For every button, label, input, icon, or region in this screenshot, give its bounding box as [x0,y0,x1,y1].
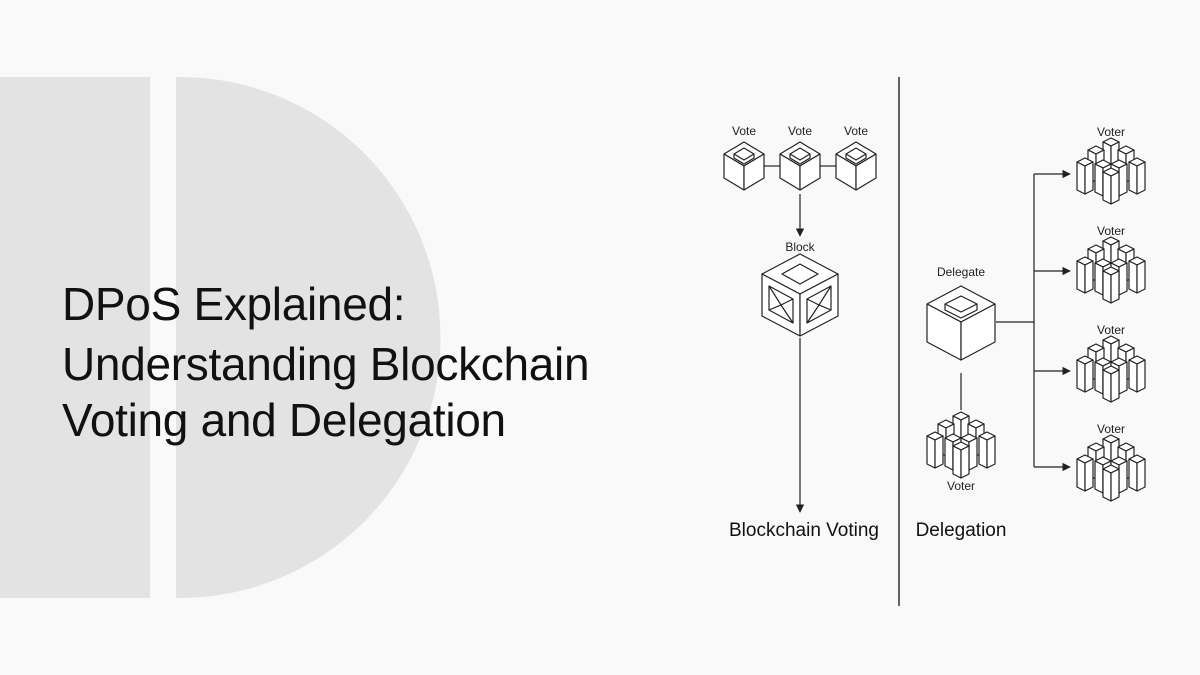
voter-cluster-icon-2 [1077,237,1145,303]
title-line-1: DPoS Explained: [62,278,406,330]
vote-label-2: Vote [788,124,812,138]
blockchain-voting-caption: Blockchain Voting [729,520,879,541]
block-frame-icon [761,253,839,337]
delegate-cube-icon [926,285,996,361]
vote-cube-icon-1 [723,141,765,191]
voter-label-4: Voter [1097,422,1125,436]
voter-label-2: Voter [1097,224,1125,238]
vote-cube-icon-2 [779,141,821,191]
delegation-caption: Delegation [916,520,1007,541]
title-line-3: Voting and Delegation [62,394,506,446]
vote-cube-icon-3 [835,141,877,191]
voter-cluster-icon-4 [1077,435,1145,501]
block-label: Block [785,240,815,254]
voter-cluster-icon-1 [1077,138,1145,204]
logo-half-circle [176,77,441,598]
vote-label-3: Vote [844,124,868,138]
logo-bar [0,77,150,598]
bottom-voter-cluster-icon [927,412,995,478]
vote-label-1: Vote [732,124,756,138]
delegate-label: Delegate [937,265,985,279]
bottom-voter-label: Voter [947,479,975,493]
voter-label-1: Voter [1097,125,1125,139]
title-line-2: Understanding Blockchain [62,338,590,390]
voter-cluster-icon-3 [1077,336,1145,402]
page-title: DPoS Explained: Understanding Blockchain… [62,276,702,448]
voter-label-3: Voter [1097,323,1125,337]
